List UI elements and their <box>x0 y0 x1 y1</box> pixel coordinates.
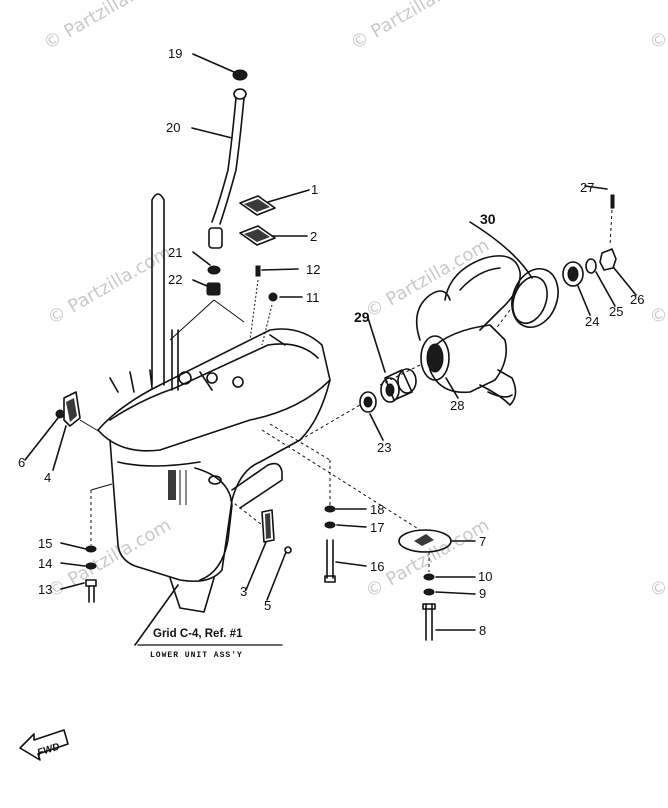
callout-24: 24 <box>585 314 599 329</box>
fwd-label: FWD <box>36 741 61 759</box>
propeller-28 <box>379 255 521 406</box>
callout-11: 11 <box>306 290 320 305</box>
callout-1: 1 <box>311 182 318 197</box>
reference-note: Grid C-4, Ref. #1 LOWER UNIT ASS'Y <box>137 628 283 660</box>
callout-16: 16 <box>370 559 384 574</box>
trim-tab <box>55 391 101 433</box>
callout-10: 10 <box>478 569 492 584</box>
watermark: © Partzilla.com <box>44 242 175 330</box>
callout-28: 28 <box>450 398 464 413</box>
watermarks: © Partzilla.com © Partzilla.com © Partzi… <box>40 0 668 602</box>
bolts-13-15 <box>85 483 113 603</box>
callout-29: 29 <box>354 309 370 325</box>
callout-17: 17 <box>370 520 384 535</box>
leader-lines <box>24 53 637 646</box>
callout-25: 25 <box>609 304 623 319</box>
callout-13: 13 <box>38 582 52 597</box>
callout-12: 12 <box>306 262 320 277</box>
trim-plate-7-10 <box>261 429 452 641</box>
watermark: © Partzilla.com <box>646 515 668 603</box>
watermark: © Partzilla.com <box>347 0 478 54</box>
callout-9: 9 <box>479 586 486 601</box>
screw-parts-11-12 <box>249 265 278 346</box>
callout-2: 2 <box>310 229 317 244</box>
callout-20: 20 <box>166 120 180 135</box>
callout-23: 23 <box>377 440 391 455</box>
bolts-16-18 <box>269 423 336 583</box>
watermark: © Partzilla.com <box>40 0 171 54</box>
callout-27: 27 <box>580 180 594 195</box>
note-assembly: LOWER UNIT ASS'Y <box>150 651 243 660</box>
cover-plates <box>239 195 276 246</box>
watermark: © Partzilla.com <box>646 242 668 330</box>
callout-4: 4 <box>44 470 51 485</box>
callout-5: 5 <box>264 598 271 613</box>
callout-19: 19 <box>168 46 182 61</box>
spacer-29 <box>380 368 417 403</box>
callout-30: 30 <box>480 211 496 227</box>
forward-arrow-icon: FWD <box>19 729 69 761</box>
callout-8: 8 <box>479 623 486 638</box>
thrust-ring-30 <box>494 268 559 331</box>
callout-14: 14 <box>38 556 52 571</box>
callout-26: 26 <box>630 292 644 307</box>
callout-21: 21 <box>168 245 182 260</box>
callout-7: 7 <box>479 534 486 549</box>
callout-18: 18 <box>370 502 384 517</box>
callout-22: 22 <box>168 272 182 287</box>
note-grid-ref: Grid C-4, Ref. #1 <box>153 628 243 640</box>
water-tube-assembly <box>169 69 248 341</box>
watermark: © Partzilla.com <box>44 515 175 603</box>
callout-6: 6 <box>18 455 25 470</box>
callout-labels: 19 20 21 22 1 2 12 11 27 30 29 23 28 24 … <box>18 46 644 638</box>
prop-nut-parts <box>562 194 617 287</box>
lower-unit-housing <box>97 193 331 613</box>
callout-3: 3 <box>240 584 247 599</box>
thrust-washer-23 <box>299 391 377 441</box>
callout-15: 15 <box>38 536 52 551</box>
watermark: © Partzilla.com <box>646 0 668 54</box>
anode-3-5 <box>229 499 292 554</box>
